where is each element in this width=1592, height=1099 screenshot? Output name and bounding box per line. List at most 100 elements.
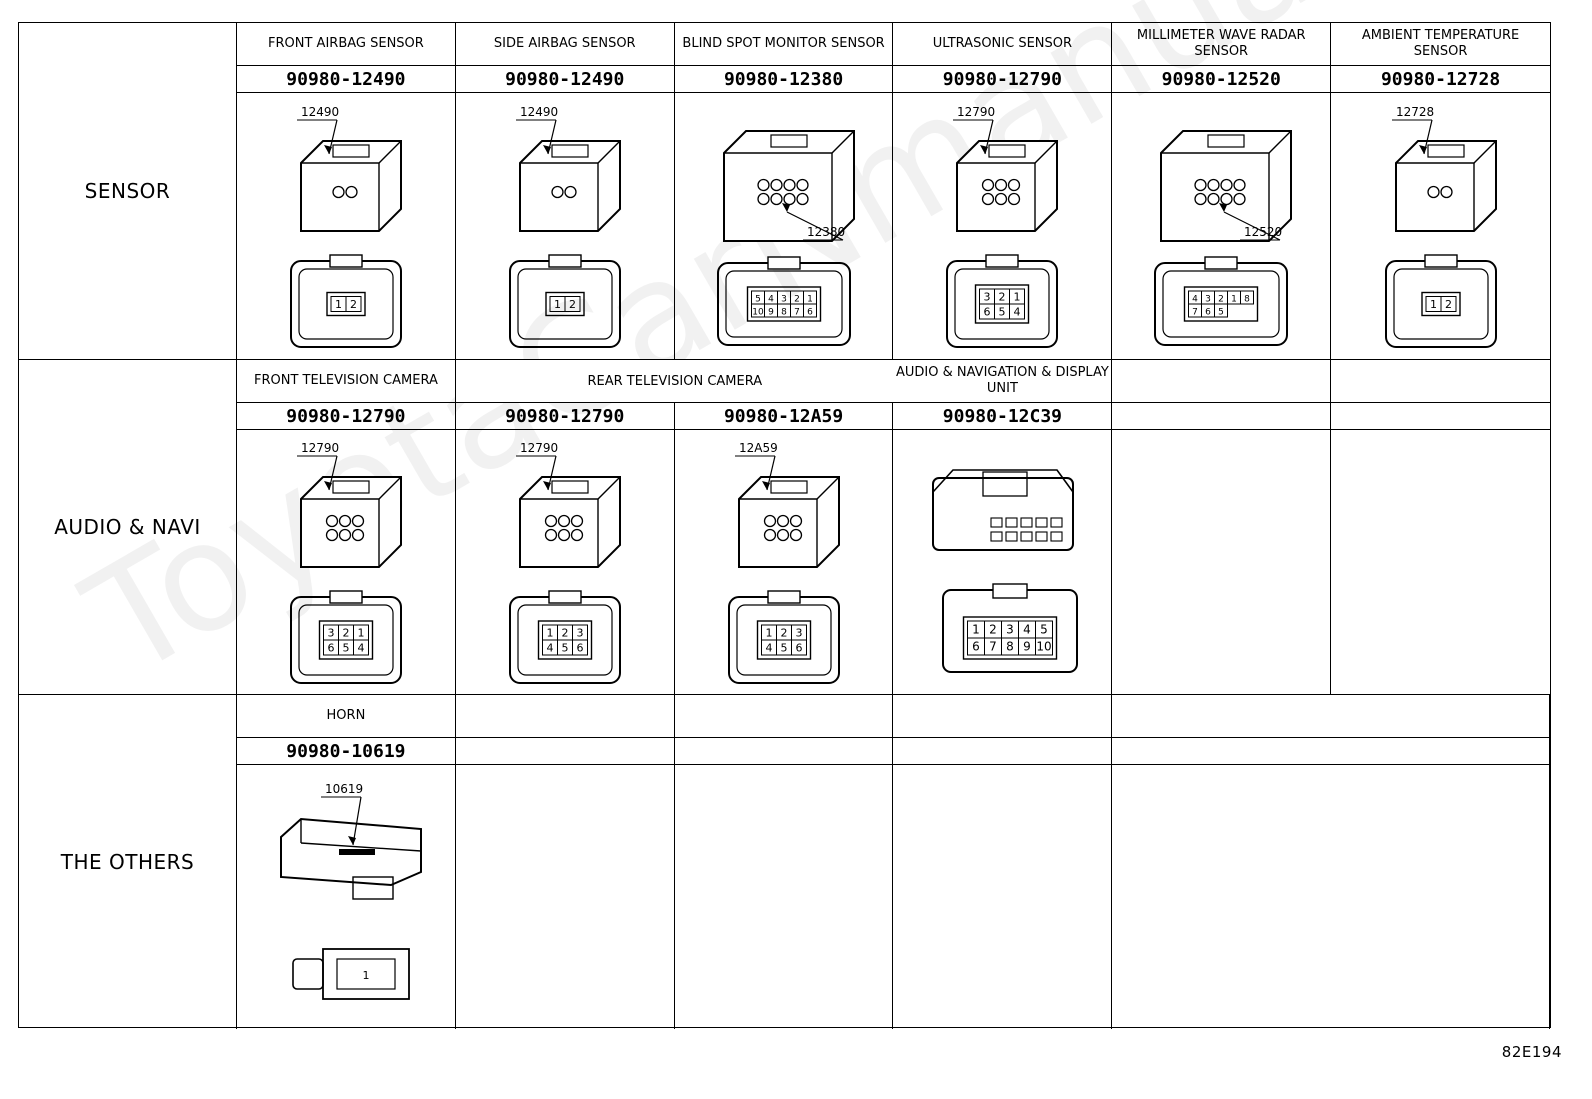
pin-number: 9 xyxy=(768,308,774,318)
pin-number: 2 xyxy=(569,298,576,311)
part-number xyxy=(1331,403,1550,430)
component-name xyxy=(455,360,674,403)
part-number xyxy=(1112,403,1331,430)
pin-number: 5 xyxy=(342,642,349,655)
pin-number: 6 xyxy=(807,308,813,318)
pin-number: 5 xyxy=(999,306,1006,319)
part-number: 90980-12490 xyxy=(237,66,455,93)
pin-number: 1 xyxy=(765,627,772,640)
pin-number: 8 xyxy=(1244,295,1250,305)
pin-number: 5 xyxy=(1041,623,1049,637)
part-number xyxy=(1112,738,1332,765)
pin-number: 2 xyxy=(342,627,349,640)
connector-cell xyxy=(1331,360,1550,695)
pin-number: 6 xyxy=(973,640,981,654)
part-number xyxy=(455,738,674,765)
component-name xyxy=(674,360,893,403)
connector-picture xyxy=(1112,430,1330,694)
callout-label: 12728 xyxy=(1396,105,1434,119)
component-name xyxy=(1112,695,1332,738)
pin-number: 4 xyxy=(768,295,774,305)
category-label: THE OTHERS xyxy=(19,695,237,1029)
part-number: 90980-12790 xyxy=(893,66,1112,93)
component-name xyxy=(893,695,1112,738)
pin-number: 2 xyxy=(999,291,1006,304)
connector-cell xyxy=(1331,695,1550,1029)
connector-picture xyxy=(1331,430,1550,694)
component-name: HORN xyxy=(237,695,455,738)
pin-number: 1 xyxy=(335,298,342,311)
pin-number: 1 xyxy=(1014,291,1021,304)
connector-picture xyxy=(675,765,893,1029)
pin-number: 4 xyxy=(1024,623,1032,637)
pin-number: 7 xyxy=(990,640,998,654)
figure-id: 82E194 xyxy=(1501,1043,1562,1061)
pin-number: 4 xyxy=(357,642,364,655)
pin-number: 5 xyxy=(780,642,787,655)
callout-label: 12A59 xyxy=(739,441,778,455)
pin-number: 2 xyxy=(1445,298,1452,311)
component-name xyxy=(674,695,893,738)
component-name: AMBIENT TEMPERATURE SENSOR xyxy=(1331,23,1550,66)
pin-number: 5 xyxy=(561,642,568,655)
pin-number: 1 xyxy=(357,627,364,640)
pin-number: 7 xyxy=(1192,308,1198,318)
component-name: ULTRASONIC SENSOR xyxy=(893,23,1112,66)
connector-cell: MILLIMETER WAVE RADAR SENSOR90980-125201… xyxy=(1112,23,1332,360)
part-number xyxy=(893,738,1112,765)
component-name: SIDE AIRBAG SENSOR xyxy=(455,23,674,66)
category-label: AUDIO & NAVI xyxy=(19,360,237,695)
pin-number: 1 xyxy=(973,623,981,637)
pin-number: 4 xyxy=(546,642,553,655)
pin-number: 6 xyxy=(984,306,991,319)
pin-number: 2 xyxy=(780,627,787,640)
pin-number: 6 xyxy=(795,642,802,655)
pin-number: 6 xyxy=(327,642,334,655)
pin-number: 8 xyxy=(1007,640,1015,654)
pin-number: 9 xyxy=(1024,640,1032,654)
connector-cell xyxy=(893,695,1113,1029)
pin-number: 1 xyxy=(362,969,369,982)
part-number: 90980-12C39 xyxy=(893,403,1112,430)
pin-number: 3 xyxy=(781,295,787,305)
part-number xyxy=(1331,738,1549,765)
part-number: 90980-12490 xyxy=(455,66,674,93)
callout-label: 10619 xyxy=(325,782,363,796)
part-number: 90980-12520 xyxy=(1112,66,1331,93)
part-number: 90980-12380 xyxy=(674,66,893,93)
connector-picture xyxy=(1112,765,1331,1029)
component-name xyxy=(1331,360,1550,403)
component-name: MILLIMETER WAVE RADAR SENSOR xyxy=(1112,23,1331,66)
pin-number: 3 xyxy=(984,291,991,304)
component-name: FRONT AIRBAG SENSOR xyxy=(237,23,455,66)
connector-cell xyxy=(674,695,894,1029)
component-name: AUDIO & NAVIGATION & DISPLAY UNIT xyxy=(893,360,1112,403)
pin-number: 10 xyxy=(752,308,764,318)
pin-number: 3 xyxy=(576,627,583,640)
component-name xyxy=(455,695,674,738)
callout-label: 12790 xyxy=(957,105,995,119)
part-number: 90980-12A59 xyxy=(674,403,893,430)
connector-picture xyxy=(893,765,1111,1029)
